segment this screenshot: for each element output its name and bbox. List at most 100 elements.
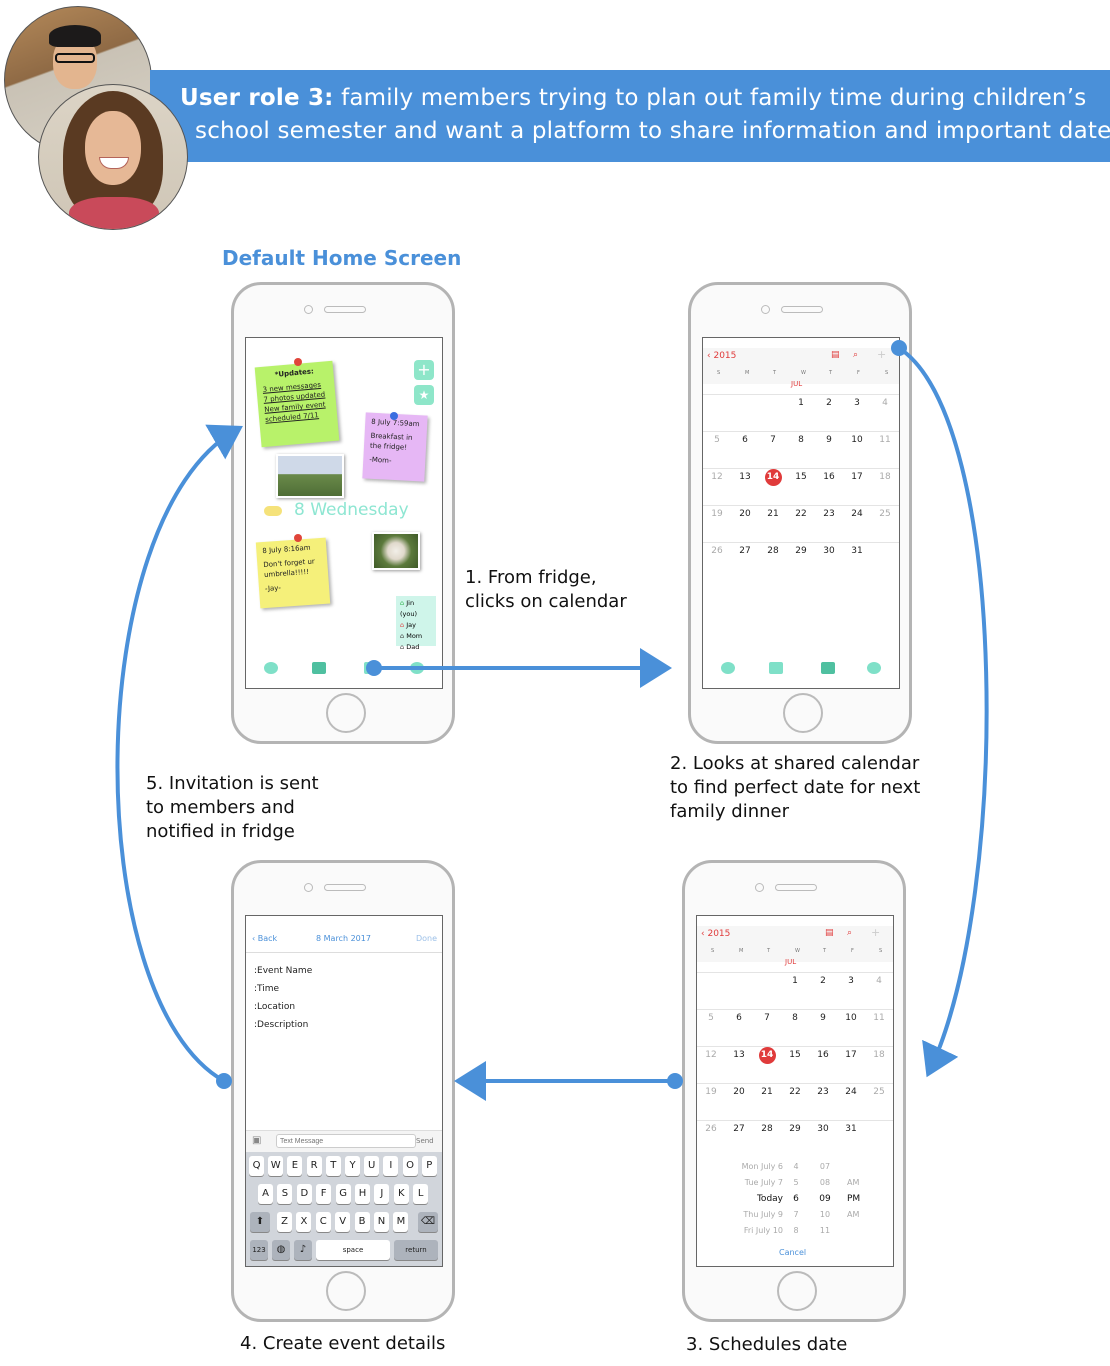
member-item[interactable]: ⌂ Jin (you) <box>400 599 418 618</box>
key-b[interactable]: B <box>354 1212 370 1232</box>
picker-item[interactable]: 11 <box>819 1226 831 1235</box>
key-f[interactable]: F <box>316 1184 332 1204</box>
calendar-day[interactable]: 31 <box>851 546 863 556</box>
picker-item[interactable]: 5 <box>793 1178 799 1187</box>
picker-item[interactable]: 08 <box>819 1178 831 1187</box>
picker-item[interactable]: AM <box>847 1210 860 1219</box>
dog-photo[interactable] <box>372 532 420 570</box>
key-h[interactable]: H <box>355 1184 370 1204</box>
calendar-day[interactable]: 11 <box>873 1013 885 1023</box>
key-z[interactable]: Z <box>277 1212 292 1232</box>
cancel-button[interactable]: Cancel <box>779 1248 807 1257</box>
member-item[interactable]: ⌂ Mom <box>400 632 423 640</box>
calendar-day[interactable]: 7 <box>770 435 776 445</box>
calendar-day[interactable]: 24 <box>845 1087 857 1097</box>
search-icon[interactable]: ⌕ <box>853 350 859 360</box>
key-w[interactable]: W <box>268 1156 284 1176</box>
family-board-icon[interactable] <box>769 662 783 674</box>
calendar-day[interactable]: 11 <box>879 435 891 445</box>
inbox-icon[interactable]: ▤ <box>825 928 834 938</box>
key-j[interactable]: J <box>374 1184 390 1204</box>
description-field[interactable]: :Description <box>254 1020 309 1030</box>
calendar-day[interactable]: 19 <box>705 1087 717 1097</box>
shift-key[interactable]: ⬆ <box>250 1212 270 1232</box>
family-board-icon[interactable] <box>312 662 326 674</box>
calendar-day[interactable]: 12 <box>711 472 723 482</box>
key-r[interactable]: R <box>306 1156 322 1176</box>
chat-icon[interactable] <box>721 662 735 674</box>
calendar-day[interactable]: 15 <box>795 472 807 482</box>
calendar-day[interactable]: 29 <box>789 1124 801 1134</box>
picker-item[interactable]: 07 <box>819 1162 831 1171</box>
calendar-day[interactable]: 10 <box>845 1013 857 1023</box>
calendar-day[interactable]: 7 <box>764 1013 770 1023</box>
picker-item[interactable]: 4 <box>793 1162 799 1171</box>
done-button[interactable]: Done <box>416 934 438 943</box>
calendar-day[interactable]: 1 <box>792 976 798 986</box>
calendar-day[interactable]: 17 <box>845 1050 857 1060</box>
search-icon[interactable]: ⌕ <box>847 928 853 938</box>
calendar-day[interactable]: 8 <box>798 435 804 445</box>
family-photo[interactable] <box>276 454 344 498</box>
calendar-day[interactable]: 13 <box>733 1050 745 1060</box>
home-button[interactable] <box>326 693 366 733</box>
calendar-day[interactable]: 30 <box>817 1124 829 1134</box>
key-l[interactable]: L <box>413 1184 429 1204</box>
calendar-day[interactable]: 25 <box>879 509 891 519</box>
picker-item[interactable]: Today <box>756 1194 783 1204</box>
numbers-key[interactable]: 123 <box>250 1240 268 1260</box>
key-o[interactable]: O <box>402 1156 418 1176</box>
calendar-day[interactable]: 18 <box>879 472 891 482</box>
picker-item[interactable]: Fri July 10 <box>743 1226 783 1235</box>
calendar-day[interactable]: 2 <box>820 976 826 986</box>
calendar-day[interactable]: 3 <box>848 976 854 986</box>
calendar-day[interactable]: 28 <box>767 546 779 556</box>
picker-item[interactable]: 09 <box>819 1194 831 1204</box>
key-e[interactable]: E <box>287 1156 303 1176</box>
add-icon[interactable]: + <box>877 348 887 361</box>
calendar-day[interactable]: 30 <box>823 546 835 556</box>
space-key[interactable]: space <box>316 1240 390 1260</box>
calendar-day[interactable]: 29 <box>795 546 807 556</box>
key-p[interactable]: P <box>421 1156 437 1176</box>
delete-key[interactable]: ⌫ <box>418 1212 438 1232</box>
key-d[interactable]: D <box>296 1184 312 1204</box>
calendar-day[interactable]: 23 <box>823 509 835 519</box>
inbox-icon[interactable]: ▤ <box>831 350 840 360</box>
calendar-day[interactable]: 10 <box>851 435 863 445</box>
calendar-day[interactable]: 22 <box>789 1087 801 1097</box>
calendar-day[interactable]: 8 <box>792 1013 798 1023</box>
calendar-day[interactable]: 26 <box>705 1124 717 1134</box>
calendar-day[interactable]: 4 <box>876 976 882 986</box>
calendar-day[interactable]: 5 <box>708 1013 714 1023</box>
key-a[interactable]: A <box>258 1184 273 1204</box>
calendar-today[interactable]: 14 <box>764 469 782 486</box>
picker-item[interactable]: 6 <box>793 1194 799 1204</box>
add-icon[interactable]: + <box>414 360 434 380</box>
calendar-day[interactable]: 16 <box>817 1050 829 1060</box>
calendar-day[interactable]: 27 <box>739 546 751 556</box>
calendar-day[interactable]: 21 <box>767 509 779 519</box>
calendar-day[interactable]: 18 <box>873 1050 885 1060</box>
globe-icon[interactable]: ◍ <box>272 1240 290 1260</box>
calendar-day[interactable]: 4 <box>882 398 888 408</box>
calendar-day[interactable]: 15 <box>789 1050 801 1060</box>
location-field[interactable]: :Location <box>254 1002 296 1012</box>
calendar-day[interactable]: 16 <box>823 472 835 482</box>
calendar-day[interactable]: 26 <box>711 546 723 556</box>
picker-item[interactable]: PM <box>847 1194 861 1204</box>
key-x[interactable]: X <box>296 1212 312 1232</box>
calendar-day[interactable]: 28 <box>761 1124 773 1134</box>
member-list[interactable]: ⌂ Jin (you) ⌂ Jay ⌂ Mom ⌂ Dad <box>396 596 436 651</box>
key-c[interactable]: C <box>315 1212 331 1232</box>
calendar-day[interactable]: 31 <box>845 1124 857 1134</box>
key-n[interactable]: N <box>374 1212 389 1232</box>
calendar-day[interactable]: 6 <box>742 435 748 445</box>
key-t[interactable]: T <box>325 1156 341 1176</box>
calendar-day[interactable]: 9 <box>826 435 832 445</box>
home-button[interactable] <box>783 693 823 733</box>
calendar-day[interactable]: 12 <box>705 1050 717 1060</box>
mic-icon[interactable]: ♪ <box>294 1240 312 1260</box>
